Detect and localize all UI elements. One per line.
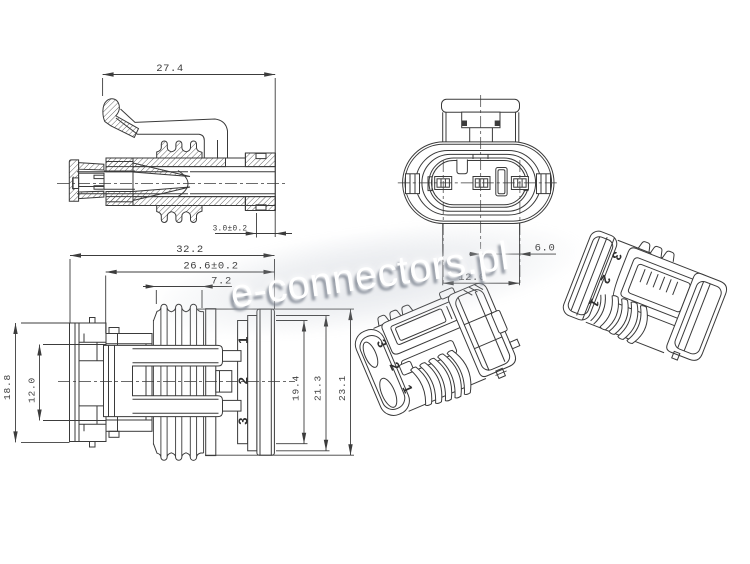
svg-text:7.2: 7.2 [211, 276, 232, 288]
svg-text:21.3: 21.3 [313, 375, 324, 401]
svg-text:19.4: 19.4 [291, 375, 302, 401]
svg-text:12.0: 12.0 [27, 377, 38, 403]
svg-text:32.2: 32.2 [176, 244, 204, 256]
svg-text:2: 2 [236, 377, 251, 384]
svg-text:1: 1 [236, 337, 251, 344]
svg-text:12.0: 12.0 [458, 272, 486, 284]
svg-text:18.8: 18.8 [2, 374, 13, 400]
svg-text:26.6±0.2: 26.6±0.2 [183, 261, 238, 273]
svg-text:3: 3 [236, 417, 251, 424]
svg-text:6.0: 6.0 [535, 243, 556, 255]
svg-text:23.1: 23.1 [337, 375, 348, 401]
svg-text:27.4: 27.4 [156, 63, 184, 75]
svg-text:3.0±0.2: 3.0±0.2 [213, 226, 248, 234]
